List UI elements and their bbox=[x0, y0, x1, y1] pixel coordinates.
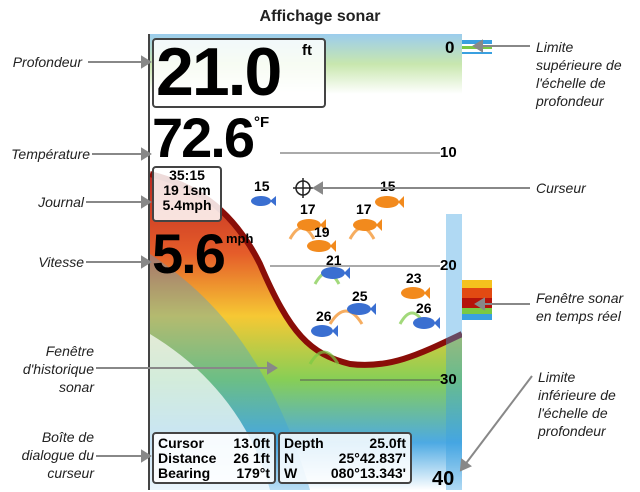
fish-icon bbox=[375, 196, 404, 208]
depth-scale-top: 0 bbox=[445, 38, 455, 57]
callout-historique: Fenêtre d'historique sonar bbox=[22, 343, 94, 395]
fish-depth-label: 15 bbox=[380, 178, 396, 194]
speed-unit: mph bbox=[226, 231, 254, 246]
fish-depth-label: 17 bbox=[300, 201, 316, 217]
depth-scale-tick-20: 20 bbox=[440, 257, 457, 274]
log-time: 35:15 bbox=[169, 167, 205, 183]
speed-value: 5.6 bbox=[152, 222, 226, 285]
depth-scale-tick-10: 10 bbox=[440, 144, 457, 161]
callout-limite-superieure: Limite supérieure de l'échelle de profon… bbox=[536, 39, 622, 109]
cursor-dialog-box: Cursor 13.0ft Distance 26 1ft Bearing 17… bbox=[152, 432, 276, 484]
cursor-crosshair-icon[interactable] bbox=[293, 178, 313, 198]
fish-icon bbox=[311, 325, 338, 337]
fish-depth-label: 15 bbox=[254, 178, 270, 194]
callout-temperature: Température bbox=[11, 146, 90, 162]
temperature-value: 72.6 bbox=[152, 106, 255, 169]
fish-icon bbox=[401, 287, 430, 299]
callout-limite-inferieure: Limite inférieure de l'échelle de profon… bbox=[538, 369, 616, 439]
depth-scale-bottom: 40 bbox=[432, 468, 455, 490]
fish-depth-label: 26 bbox=[316, 308, 332, 324]
depth-value: 21.0 bbox=[156, 34, 282, 110]
fish-depth-label: 21 bbox=[326, 252, 342, 268]
sonar-returns-graphic bbox=[150, 34, 462, 490]
cursor-position-row: Depth 25.0ft bbox=[284, 435, 406, 451]
realtime-sonar-strip bbox=[462, 34, 492, 490]
fish-depth-label: 26 bbox=[416, 300, 432, 316]
log-box: 35:15 19 1sm 5.4mph bbox=[152, 166, 222, 222]
cursor-dialog-row: Distance 26 1ft bbox=[158, 450, 270, 466]
cursor-position-row: N 25°42.837' bbox=[284, 450, 406, 466]
fish-depth-label: 19 bbox=[314, 224, 330, 240]
fish-icon bbox=[353, 219, 382, 231]
depth-unit: ft bbox=[302, 42, 312, 59]
cursor-position-row: W 080°13.343' bbox=[284, 465, 406, 481]
callout-curseur: Curseur bbox=[536, 180, 586, 196]
callout-profondeur: Profondeur bbox=[12, 54, 82, 70]
callout-vitesse: Vitesse bbox=[38, 254, 84, 270]
temperature-unit: °F bbox=[254, 114, 270, 131]
fish-icon bbox=[413, 317, 440, 329]
depth-readout-box: 21.0 ft bbox=[152, 38, 326, 108]
log-speed: 5.4mph bbox=[162, 197, 212, 213]
cursor-position-box: Depth 25.0ft N 25°42.837' W 080°13.343' bbox=[278, 432, 412, 484]
realtime-sonar-graphic bbox=[462, 34, 492, 490]
sonar-history-window: 0 10 20 30 40 21.0 ft 72.6 °F 35:15 19 1… bbox=[148, 34, 464, 490]
callout-dialogue: Boîte de dialogue du curseur bbox=[21, 429, 94, 481]
cursor-dialog-row: Bearing 179°t bbox=[158, 465, 270, 481]
fish-depth-label: 17 bbox=[356, 201, 372, 217]
log-distance: 19 1sm bbox=[163, 182, 211, 198]
fish-icon bbox=[297, 219, 326, 231]
callout-journal: Journal bbox=[38, 194, 84, 210]
page-title: Affichage sonar bbox=[259, 8, 381, 25]
fish-depth-label: 25 bbox=[352, 288, 368, 304]
callout-temps-reel: Fenêtre sonar en temps réel bbox=[536, 290, 624, 324]
fish-icon bbox=[251, 196, 276, 206]
fish-icon bbox=[307, 240, 336, 252]
fish-icon bbox=[321, 267, 350, 279]
cursor-dialog-row: Cursor 13.0ft bbox=[158, 435, 270, 451]
fish-depth-label: 23 bbox=[406, 270, 422, 286]
fish-icon bbox=[347, 303, 376, 315]
depth-scale-tick-30: 30 bbox=[440, 371, 457, 388]
